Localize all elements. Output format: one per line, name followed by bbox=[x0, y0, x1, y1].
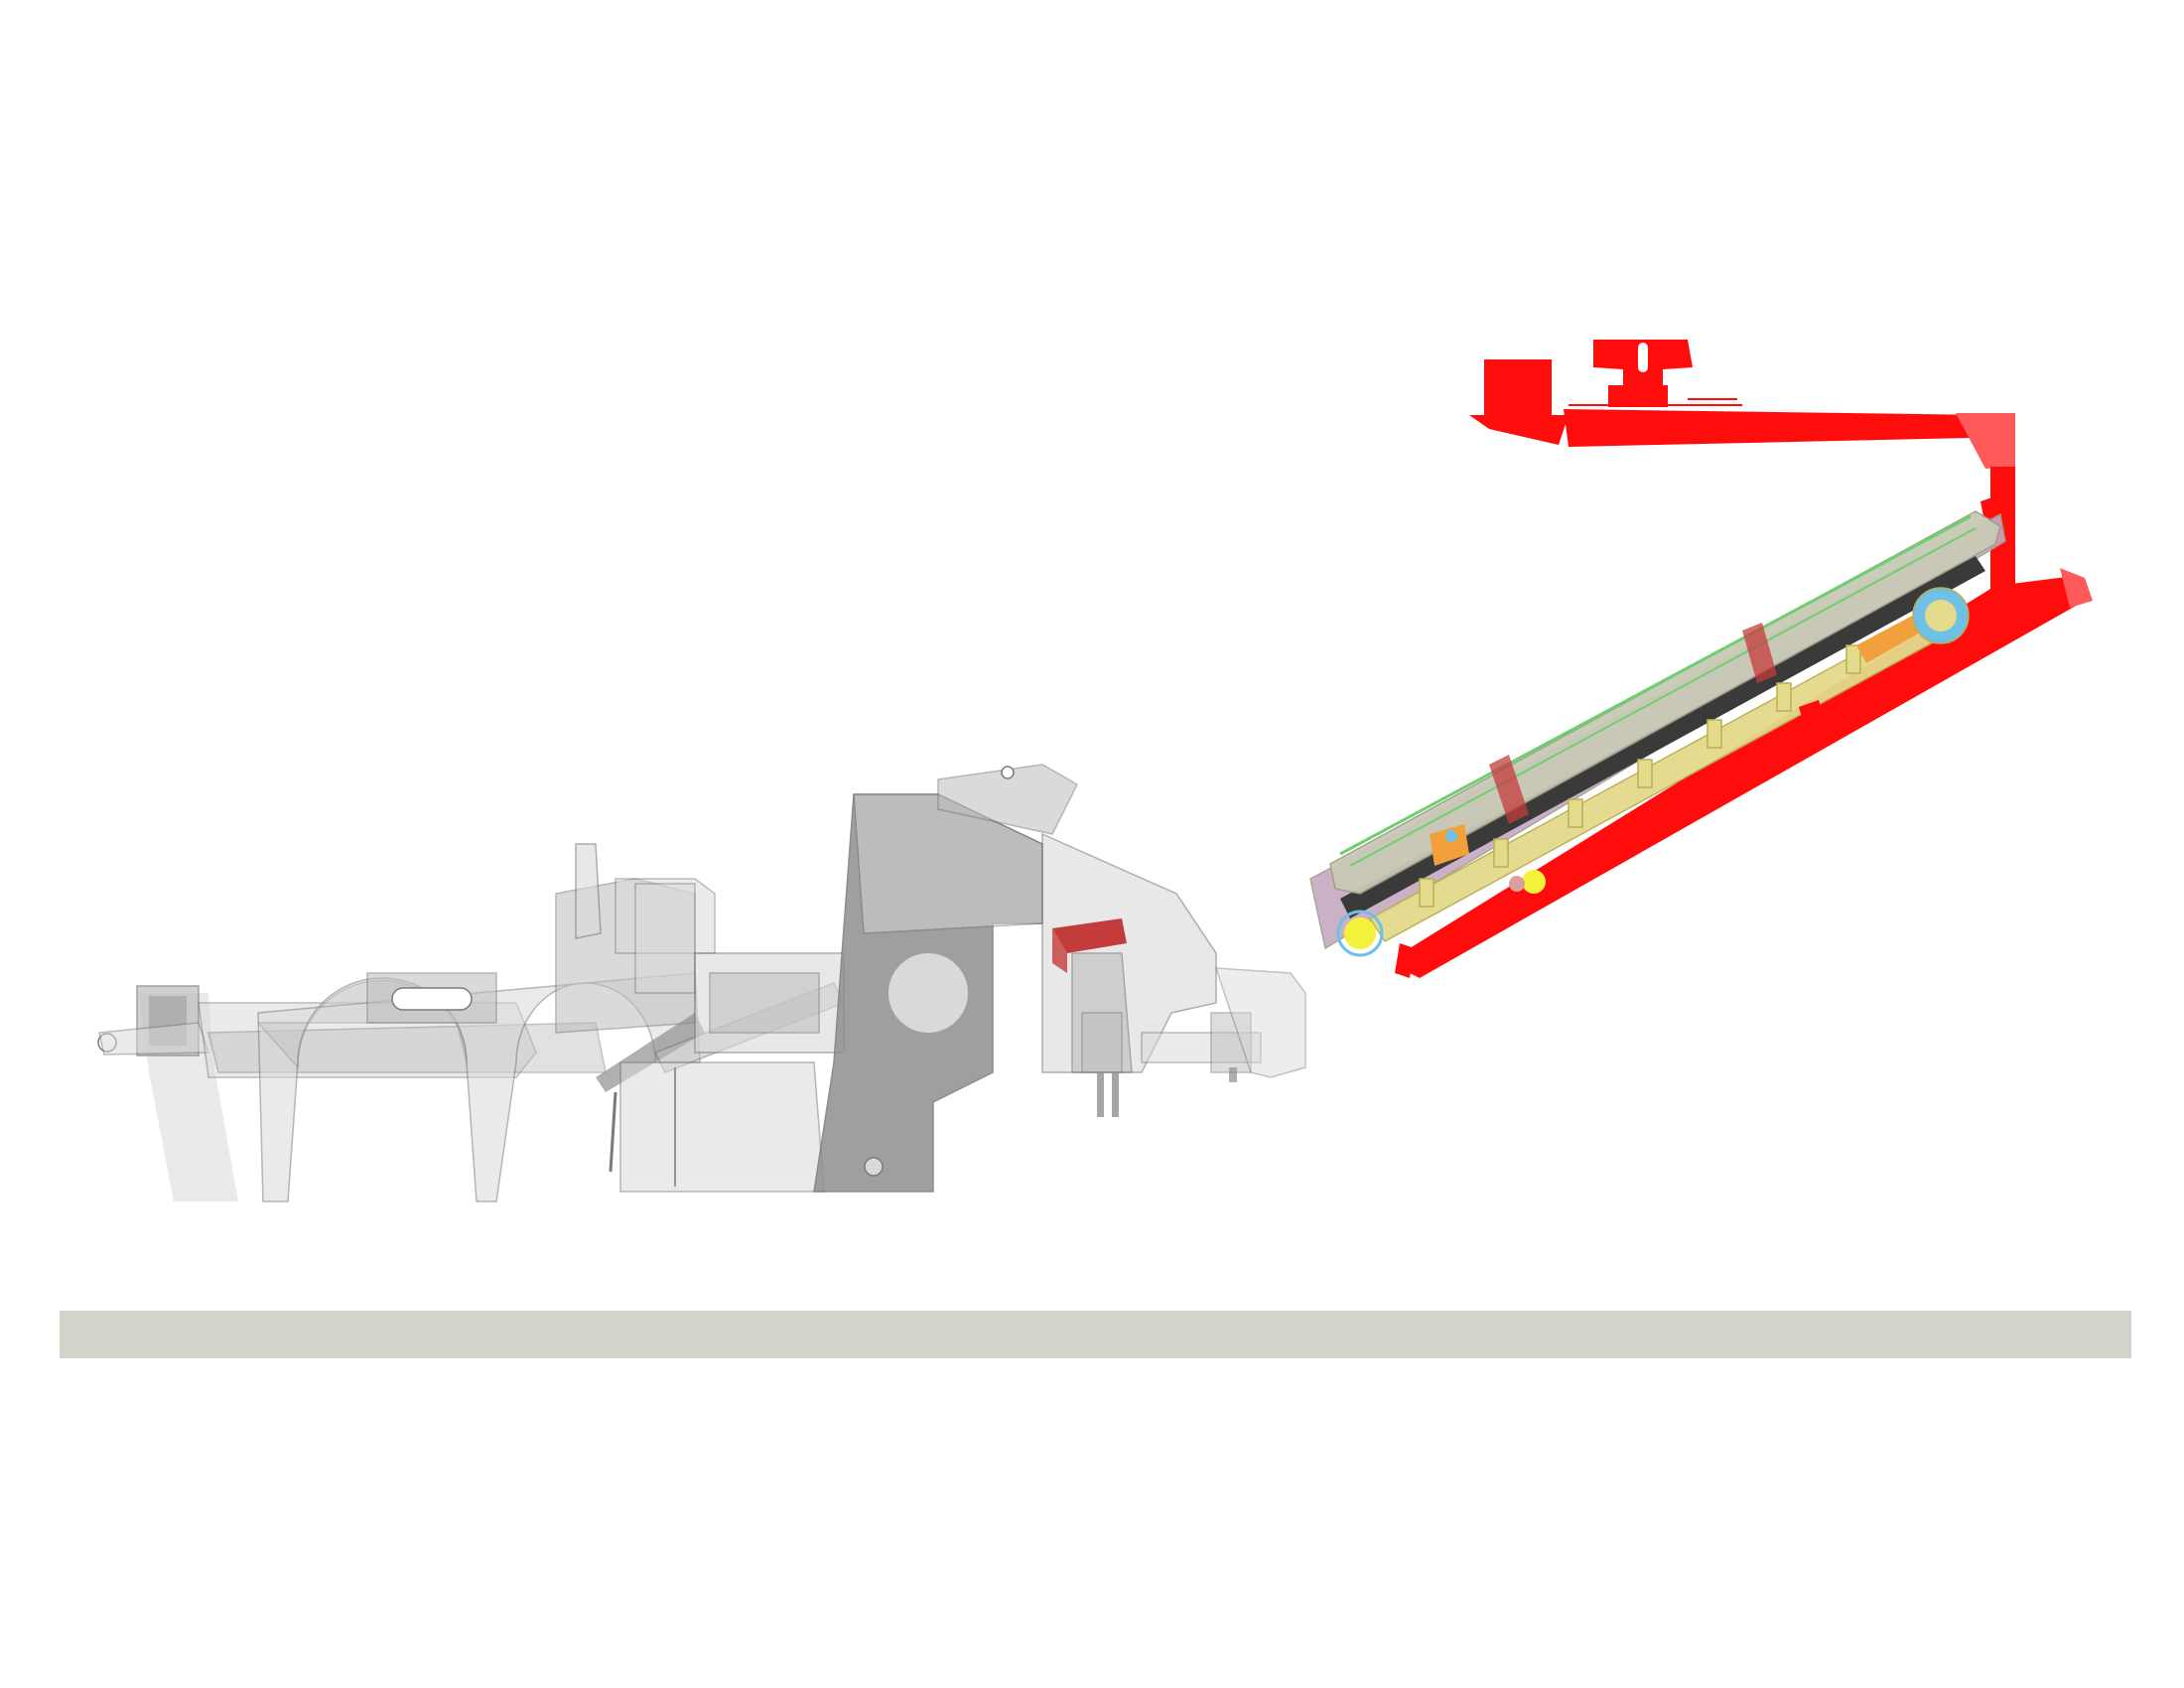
inclined-conveyor-icon bbox=[1309, 510, 2006, 982]
ground-bar bbox=[60, 1311, 2131, 1358]
machine-chassis-icon bbox=[97, 764, 1306, 1202]
red-support-frame-icon bbox=[1395, 340, 2093, 978]
